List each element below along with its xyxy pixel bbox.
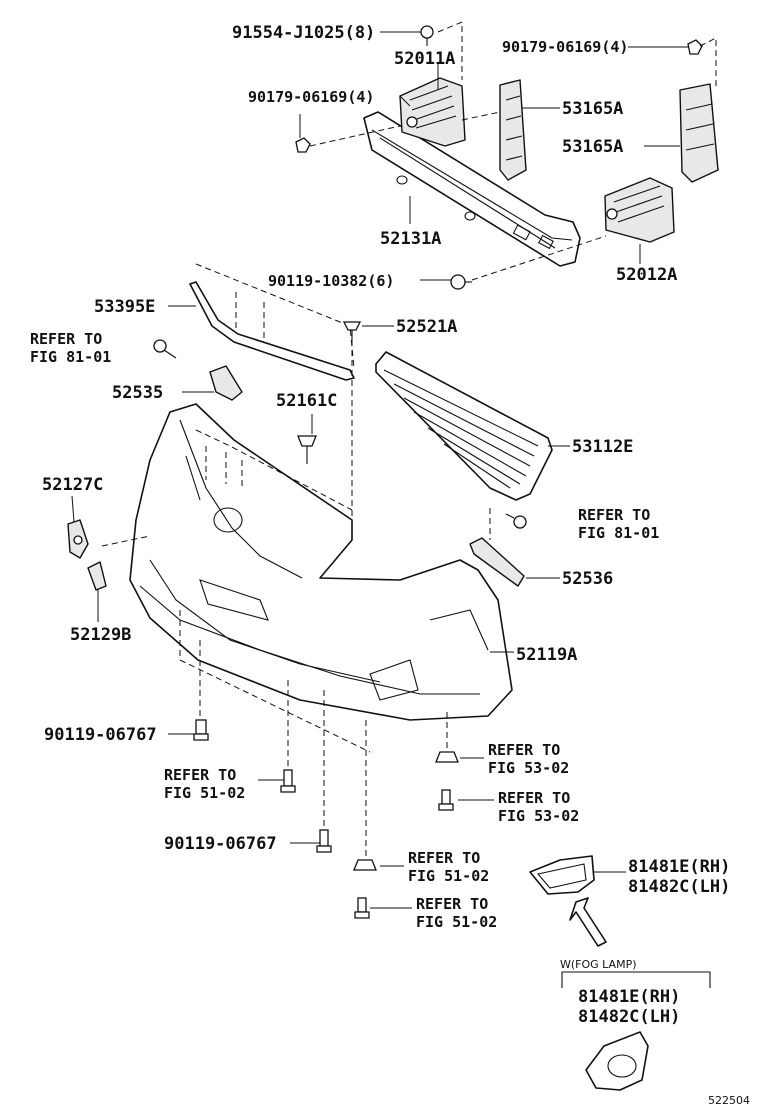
bolt-90119-06767-a-icon (193, 719, 209, 741)
clip-52521a-icon (342, 321, 362, 340)
label-nut-top-right: 90179-06169(4) (502, 38, 628, 56)
label-nut-top-left: 90179-06169(4) (248, 88, 374, 106)
label-refer-53-a-1: REFER TO (488, 741, 560, 759)
label-refer-81-left-1: REFER TO (30, 330, 102, 348)
label-clip-52521a: 52521A (396, 317, 457, 337)
label-refer-81-right-2: FIG 81-01 (578, 524, 659, 542)
label-fog-lamp-note: W(FOG LAMP) (560, 958, 637, 971)
label-part-52129b: 52129B (70, 625, 131, 645)
label-bolt-90119-06767-a: 90119-06767 (44, 725, 157, 745)
absorber-53165a-upper[interactable] (499, 79, 527, 181)
label-refer-51-c-1: REFER TO (416, 895, 488, 913)
leader-lines (71, 31, 688, 909)
label-reinforcement-52131a: 52131A (380, 229, 441, 249)
label-bracket-52012a: 52012A (616, 265, 677, 285)
bolt-refer-53-b-icon (438, 789, 454, 811)
label-molding-53395e: 53395E (94, 297, 155, 317)
label-cover-81482c-lh: 81482C(LH) (628, 877, 730, 897)
label-refer-53-a-2: FIG 53-02 (488, 759, 569, 777)
label-clip-52161c: 52161C (276, 391, 337, 411)
bolt-90119-10382-icon (450, 274, 472, 290)
fog-cover-upper[interactable] (529, 855, 595, 895)
label-absorber-53165a-lower: 53165A (562, 137, 623, 157)
nut-top-right-icon (687, 39, 703, 55)
bolt-refer-81-right-icon (505, 513, 527, 529)
bracket-52536[interactable] (469, 537, 525, 587)
part-52127c[interactable] (67, 519, 89, 559)
bumper-reinforcement-52131a[interactable] (363, 111, 581, 267)
fog-cover-lower[interactable] (585, 1031, 649, 1091)
clip-52161c-icon (297, 435, 317, 464)
label-refer-51-b-2: FIG 51-02 (408, 867, 489, 885)
label-cover-81481e-rh: 81481E(RH) (628, 857, 730, 877)
label-bolt-90119-06767-b: 90119-06767 (164, 834, 277, 854)
absorber-53165a-lower[interactable] (679, 83, 719, 183)
label-bolt-91554: 91554-J1025(8) (232, 23, 375, 43)
part-52129b[interactable] (87, 561, 107, 591)
label-refer-51-a-1: REFER TO (164, 766, 236, 784)
label-refer-51-a-2: FIG 51-02 (164, 784, 245, 802)
label-bracket-52011a: 52011A (394, 49, 455, 69)
label-bumper-52119a: 52119A (516, 645, 577, 665)
bracket-52011a[interactable] (399, 77, 466, 147)
bolt-refer-51-c-icon (354, 897, 370, 919)
bracket-52012a[interactable] (604, 177, 675, 243)
bolt-refer-81-left-icon (153, 339, 177, 359)
bolt-refer-51-a-icon (280, 769, 296, 793)
grille-53112e[interactable] (375, 351, 553, 501)
bolt-91554-icon (420, 25, 434, 46)
label-refer-81-left-2: FIG 81-01 (30, 348, 111, 366)
label-refer-51-c-2: FIG 51-02 (416, 913, 497, 931)
label-refer-53-b-2: FIG 53-02 (498, 807, 579, 825)
label-part-52127c: 52127C (42, 475, 103, 495)
fog-note-bracket (561, 971, 711, 988)
label-absorber-53165a-upper: 53165A (562, 99, 623, 119)
label-bracket-52535: 52535 (112, 383, 163, 403)
label-refer-51-b-1: REFER TO (408, 849, 480, 867)
clip-refer-51-b-icon (353, 859, 377, 871)
label-cover-fog-81482c-lh: 81482C(LH) (578, 1007, 680, 1027)
label-bracket-52536: 52536 (562, 569, 613, 589)
label-grille-53112e: 53112E (572, 437, 633, 457)
bracket-52535[interactable] (209, 365, 243, 401)
bolt-90119-06767-b-icon (316, 829, 332, 853)
label-refer-53-b-1: REFER TO (498, 789, 570, 807)
arrow-icon (569, 897, 607, 947)
molding-53395e[interactable] (189, 281, 355, 381)
label-refer-81-right-1: REFER TO (578, 506, 650, 524)
label-cover-fog-81481e-rh: 81481E(RH) (578, 987, 680, 1007)
figure-number: 522504 (708, 1094, 750, 1107)
clip-refer-53-a-icon (435, 751, 459, 763)
nut-top-left-icon (295, 137, 311, 153)
label-bolt-90119-10382: 90119-10382(6) (268, 272, 394, 290)
